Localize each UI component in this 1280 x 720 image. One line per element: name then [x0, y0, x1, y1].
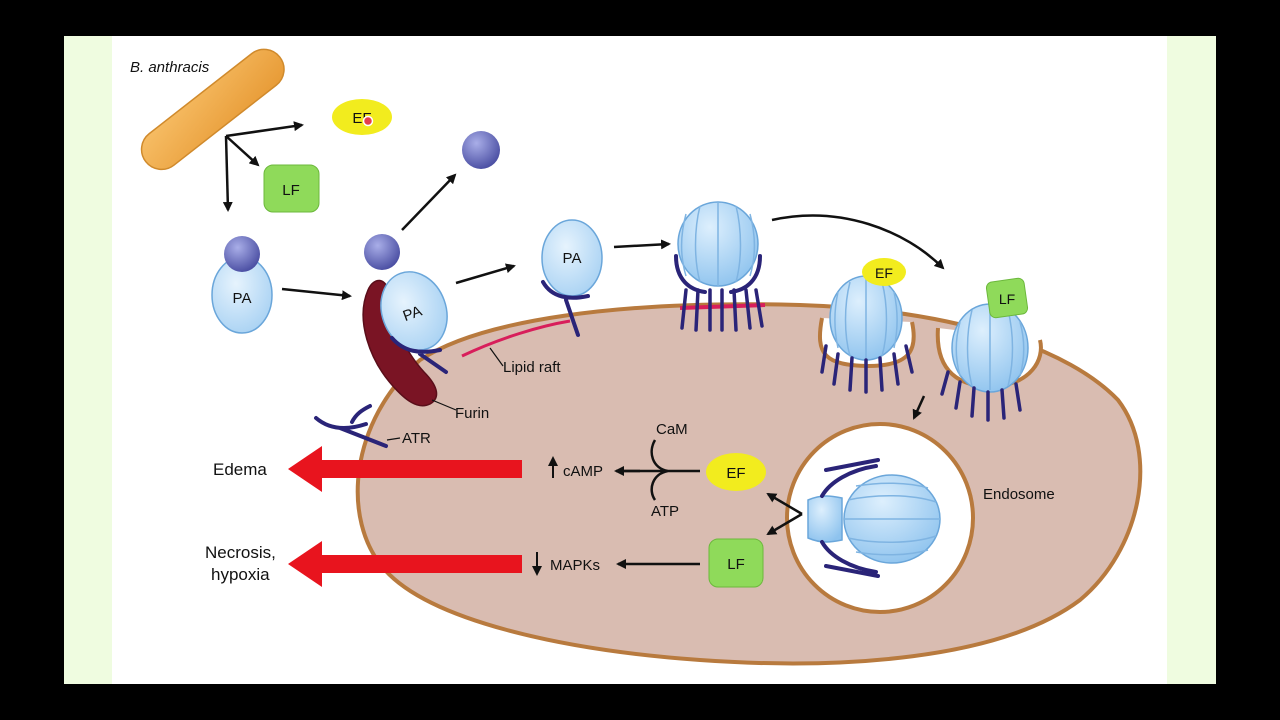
lf-label-bound: LF — [999, 291, 1015, 307]
pa-bound-furin — [380, 271, 448, 351]
inserted-pore — [807, 458, 941, 578]
lipid-raft-label: Lipid raft — [503, 359, 561, 376]
arrow-to-endosome — [912, 395, 926, 420]
edema-label: Edema — [213, 460, 267, 479]
bacterium-label: B. anthracis — [130, 59, 210, 76]
endosome-label: Endosome — [983, 486, 1055, 503]
pa-label-furin: PA — [401, 303, 425, 325]
release-arrows — [766, 492, 803, 536]
pa-label-pa63: PA — [563, 250, 582, 267]
lf-bound-pore — [985, 277, 1029, 319]
arrow-to-pa63 — [455, 263, 516, 285]
lf-toxin-secreted — [263, 164, 320, 213]
ef-cytosolic — [706, 453, 766, 491]
furin-pointer — [431, 399, 457, 411]
necrosis-label-line2: hypoxia — [211, 565, 270, 584]
lf-cytosolic — [708, 538, 764, 588]
mapks-label: MAPKs — [550, 557, 600, 574]
pa20-fragment — [224, 236, 260, 272]
bacterium — [140, 48, 285, 171]
pa-label-intact: PA — [233, 290, 252, 307]
arrow-to-furin — [281, 287, 352, 301]
pa20-cleaving — [364, 234, 400, 270]
ef-toxin-secreted — [332, 99, 392, 135]
pore-with-lf — [940, 303, 1029, 422]
atr-receptor — [314, 404, 388, 448]
lf-label-cytosolic: LF — [727, 556, 745, 573]
arrow-to-prepore — [613, 239, 671, 250]
arrow-to-binding — [771, 214, 945, 270]
atr-label: ATR — [402, 430, 431, 447]
secretion-arrows — [222, 121, 304, 212]
receptor-pa63 — [541, 280, 590, 337]
ef-bound-pore — [862, 258, 906, 286]
atp-label: ATP — [651, 503, 679, 520]
arrow-pa20-release — [401, 173, 457, 231]
edema-arrow — [288, 446, 522, 492]
ef-label-bound: EF — [875, 265, 893, 281]
ef-label-cytosolic: EF — [726, 465, 745, 482]
camp-label: cAMP — [563, 463, 603, 480]
pa20-released — [462, 131, 500, 169]
lipid-raft-pointer — [489, 347, 504, 367]
pa-prepore — [674, 201, 764, 332]
cursor-dot — [362, 115, 374, 127]
lf-label-secreted: LF — [282, 182, 300, 199]
necrosis-arrow — [288, 541, 522, 587]
furin-label: Furin — [455, 405, 489, 422]
atr-pointer — [386, 437, 401, 441]
lipid-raft-segment — [461, 319, 571, 358]
pore-with-ef — [820, 275, 914, 394]
necrosis-label-line1: Necrosis, — [205, 543, 276, 562]
cam-label: CaM — [656, 421, 688, 438]
receptor-furin — [390, 336, 448, 374]
